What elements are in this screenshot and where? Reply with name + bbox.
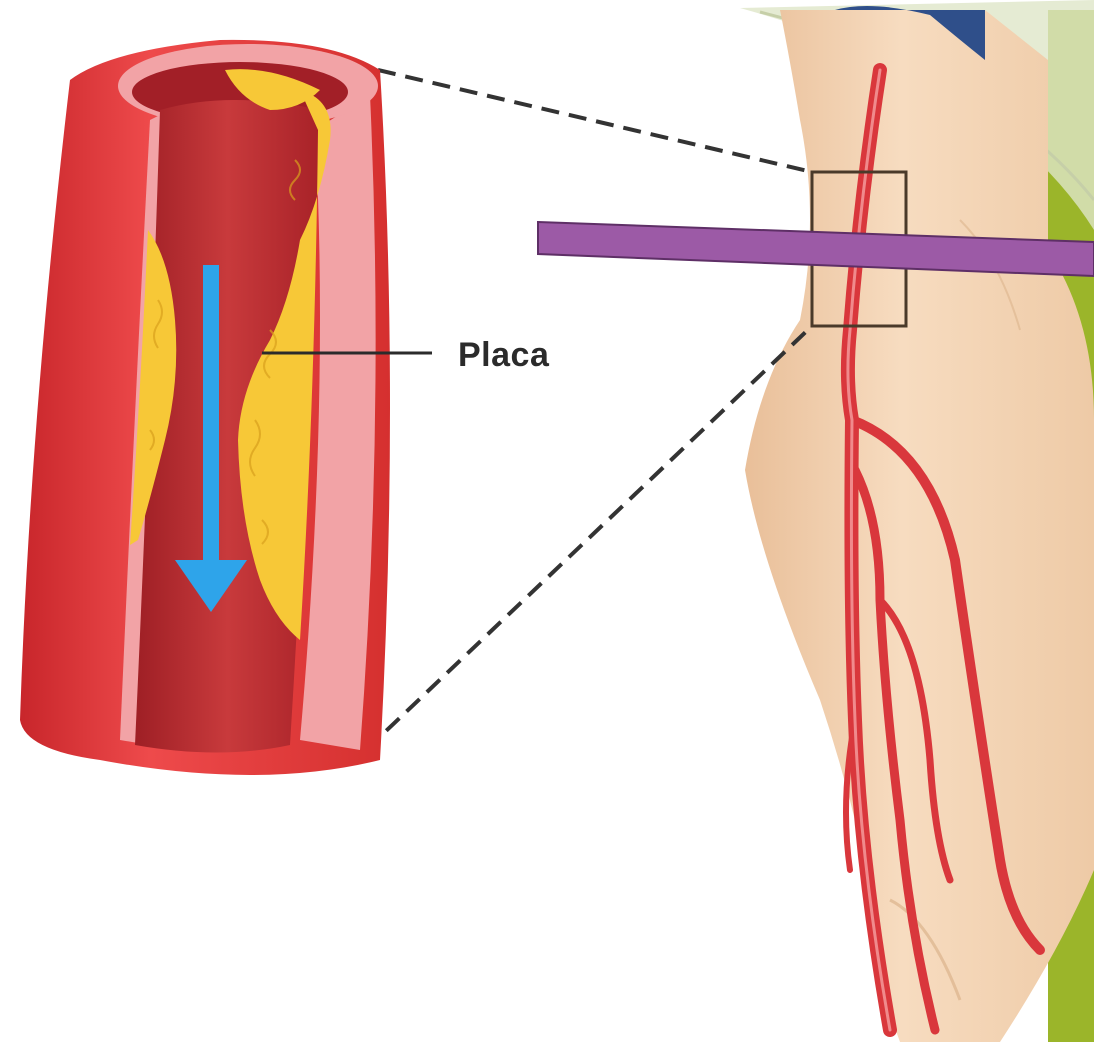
plaque-label: Placa	[458, 336, 549, 375]
zoom-connector-lines	[366, 70, 812, 750]
artery-cross-section	[20, 40, 432, 775]
leg-illustration	[745, 6, 1094, 1042]
